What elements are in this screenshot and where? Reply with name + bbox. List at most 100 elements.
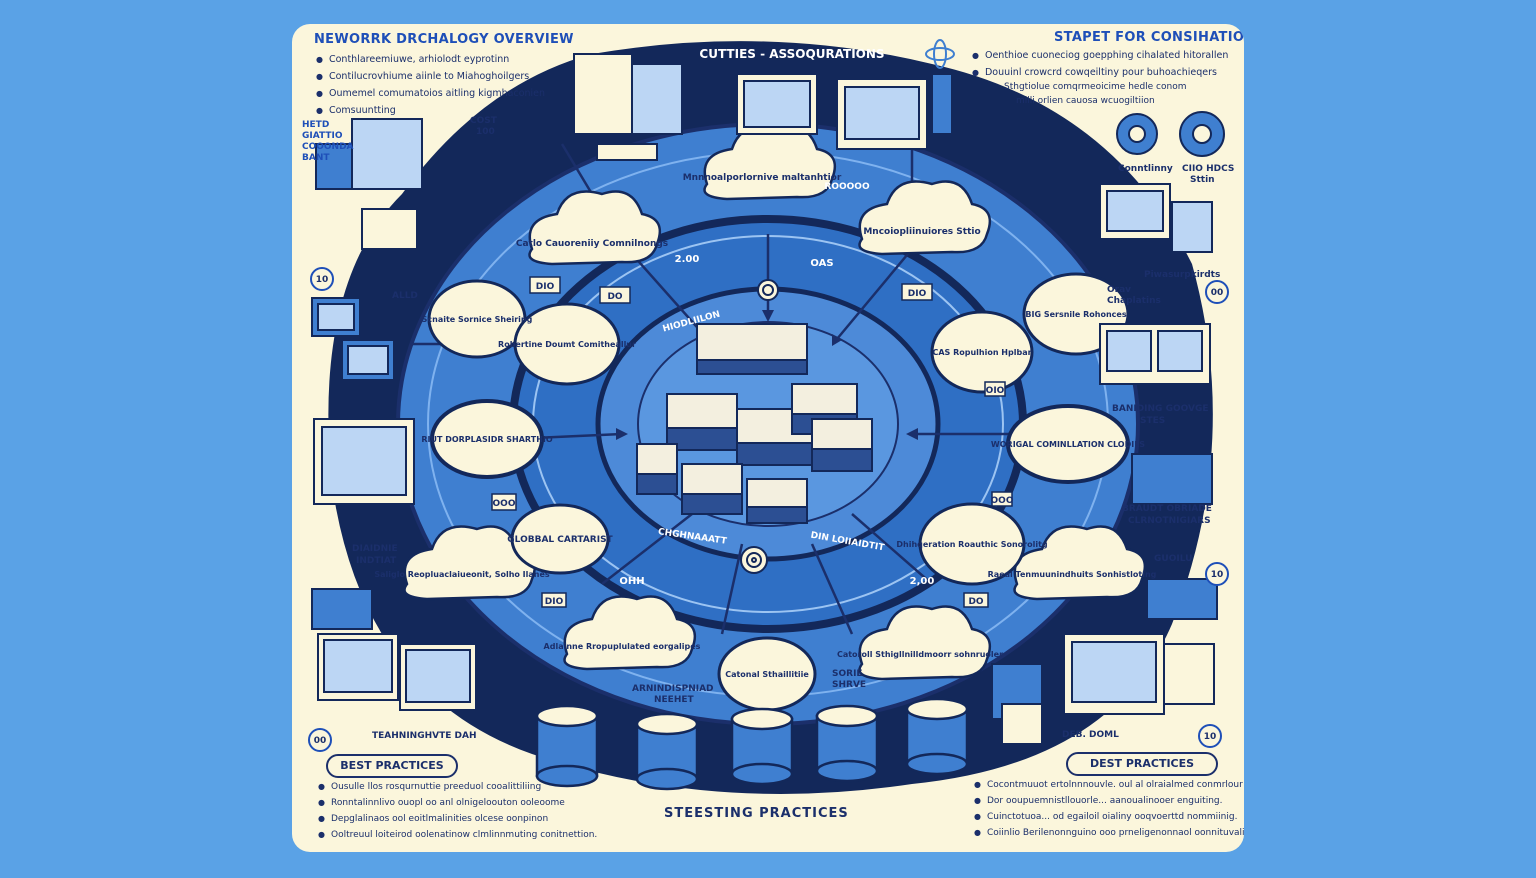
bubble-label: CAS Ropulhion Hplbar [932,348,1031,357]
gear-icon [1116,111,1225,157]
footer-title: STEESTING PRACTICES [664,806,849,821]
side-label: CLRNOTNIGIARS [1128,516,1211,526]
side-label: COOONDA [302,142,354,152]
cloud-label: Raeal Tenmuunindhuits Sonhistloting [988,570,1157,579]
cloud-label: Mnnnoalporlornive maltanhtior [683,173,842,183]
network-diagram: Catlo Cauoreniiy Comnilnongs Mnnnoalporl… [308,39,1229,794]
bullet-item: Ronntalinnlivo ouopl oo anl olnigeloouto… [318,798,597,808]
tag-label: DIO [545,597,564,607]
tag-label: OAS [810,258,833,269]
right-subnote: Sthgtiolue comqrmeoicime hedle conom [1004,82,1187,92]
bullet-item: Oumemel comumatoios aitling kigmhaconien [316,88,545,99]
cloud-label: Saliglo Reopluaclaiueonit, Solho Ilanes [374,570,550,579]
bubble-label: Catonal Sthaillitiie [725,670,809,679]
tag-label: OOO [991,496,1014,506]
bubble-shapes [427,272,1130,712]
bullet-item: Cocontmuuot ertolnnnouvle. oul al olraia… [974,780,1244,790]
side-label: Conntlinny [1118,164,1173,174]
bubble-label: Scnaite Sornice Sheiring [422,315,533,324]
diagram-poster: Catlo Cauoreniiy Comnilnongs Mnnnoalporl… [292,24,1244,852]
cloud-label: Catlo Cauoreniiy Comnilnongs [516,239,668,249]
bullet-item: Ooltreuul loiteirod oolenatinow clmlinnm… [318,830,597,840]
ring-label: ROOOOO [824,182,870,192]
bullet-item: Douuinl crowcrd cowqeiltiny pour buhoach… [972,67,1228,78]
tag-label: DO [968,597,983,607]
best-practices-left-pill [326,754,458,778]
number-label: 00 [314,736,327,746]
right-subnote: milli orlien cauosa wcuogiltiion [1016,96,1155,106]
center-title: CUTTIES - ASSOQURATIONS [699,47,884,61]
side-label: GIATTIO [302,131,343,141]
side-label: BANT [302,153,330,163]
bullet-item: Coiinlio Berilenonnguino ooo prneligenon… [974,828,1244,838]
side-label: DEB. DOML [1062,730,1119,740]
side-label: Piwasurpkirdts [1144,270,1221,280]
bullet-item: Conthlareemiuwe, arhiolodt eyprotinn [316,54,545,65]
side-label: Chaplatins [1107,296,1161,306]
equipment-left [311,53,683,711]
bullet-item: Depglalinaos ool eoitlmalinities olcese … [318,814,597,824]
bullet-item: Ousulle llos rosqurnuttie preeduol cooal… [318,782,597,792]
side-label: 100 [476,127,495,137]
bubble-label: RIUT DORPLASIDR SHARTHIO [421,435,553,444]
right-title: STAPET FOR CONSIHATION [1054,30,1244,45]
cloud-shapes [403,125,1147,681]
side-label: TEAHNINGHVTE DAH [372,731,477,741]
central-servers [636,323,873,524]
bubble-label: WORIGAL COMINLLATION CLODILS [991,440,1145,449]
equipment-right [736,73,1218,745]
bullet-item: Cuinctotuoa... od egailoil oialiny ooqvo… [974,812,1244,822]
best-practices-right-title: DEST PRACTICES [1089,757,1195,770]
best-practices-left-list: Ousulle llos rosqurnuttie preeduol cooal… [318,782,597,846]
side-label: ARNINDISPNIAD [632,684,714,694]
bullet-item: Comsuuntting [316,105,545,116]
side-label: COST [470,116,497,126]
atom-icon [925,39,955,69]
number-label: 10 [1204,732,1217,742]
tag-label: 2.00 [675,254,700,265]
tag-label: OHH [619,576,644,587]
bubble-label: Dhihqeration Roauthic Sonorolitg [896,540,1048,549]
side-label: NEEHET [654,695,694,705]
side-label: HETD [302,120,330,130]
database-cylinders [535,697,969,791]
side-label: Orav [1107,285,1132,295]
bullet-item: Dor ooupuemnistllouorle... aanoualinooer… [974,796,1244,806]
bubble-label: GLOBBAL CARTARIST [507,535,613,545]
bubble-label: BIG Sersnile Rohonces [1025,310,1126,319]
tag-label: DO [607,292,622,302]
side-label: STES [1140,416,1166,426]
number-label: 00 [1211,288,1224,298]
left-bullet-list: Conthlareemiuwe, arhiolodt eyprotinn Con… [316,54,545,122]
side-label: ALLD [392,291,418,301]
tag-label: DIO [536,282,555,292]
side-label: GUOILU [1154,554,1193,564]
best-practices-right-pill [1066,752,1218,776]
tag-label: OOO [493,499,516,509]
tag-label: 2,00 [910,576,935,587]
right-bullet-list: Oenthioe cuoneciog goepphing cihalated h… [972,50,1228,84]
cloud-label: Adlainne Rropuplulated eorgalipes [544,642,701,651]
left-title: NEWORRK DRCHALOGY OVERVIEW [314,32,574,47]
side-label: INDTIAT [356,556,397,566]
cloud-label: Mncoiopliinuiores Sttio [863,227,980,237]
bubble-label: Robertine Doumt Comitheallur [498,340,636,349]
bullet-item: Oenthioe cuoneciog goepphing cihalated h… [972,50,1228,61]
tag-label: DIO [908,289,927,299]
side-label: BANIDING GOOVGE [1112,404,1209,414]
side-label: Sttin [1190,175,1215,185]
side-label: DIAIDNIE [352,544,398,554]
tag-label: OIO [986,386,1005,396]
side-label: CIIO HDCS [1182,164,1235,174]
side-label: SHRVE [832,680,867,690]
side-label: SORIE [832,669,863,679]
number-circles [308,267,1229,752]
side-label: BRAUDT OBRIADE [1122,504,1212,514]
tag-boxes [491,276,1013,608]
best-practices-left-title: BEST PRACTICES [340,759,444,772]
best-practices-right-list: Cocontmuuot ertolnnnouvle. oul al olraia… [974,780,1244,844]
number-label: 10 [1211,570,1224,580]
spiral-icon [740,279,779,574]
bullet-item: Contilucrovhiume aiinle to Miahoghoilger… [316,71,545,82]
number-label: 10 [316,275,329,285]
